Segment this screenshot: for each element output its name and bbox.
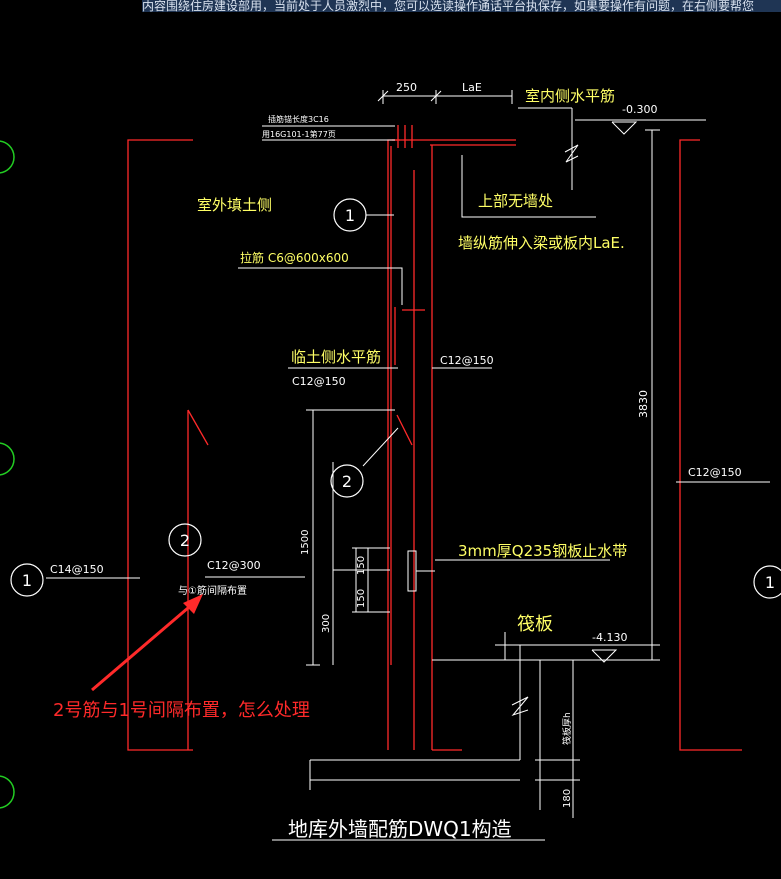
annotation-question: 2号筋与1号间隔布置，怎么处理: [53, 700, 310, 721]
label-dim-150a: 150: [356, 556, 367, 575]
marker-circle-2-left: [168, 523, 202, 557]
marker-circle-1-top: [333, 198, 367, 232]
label-no-wall-above: 上部无墙处: [478, 192, 553, 210]
label-c12-150-b: C12@150: [440, 354, 494, 367]
annotation-arrow: [91, 594, 203, 692]
label-wall-rebar-into: 墙纵筋伸入梁或板内LaE.: [458, 234, 625, 252]
marker-2-mid-label: 2: [342, 472, 352, 491]
label-ref-note: 用16G101-1第77页: [262, 129, 336, 139]
green-edge-markers: [0, 140, 15, 809]
label-c12-150-c: C12@150: [688, 466, 742, 479]
label-soil-horizontal: 临土侧水平筋: [291, 348, 381, 366]
marker-1-right-label: 1: [765, 573, 775, 592]
label-elev-top: -0.300: [622, 103, 657, 116]
marker-circle-1-left: [10, 563, 44, 597]
label-c14-150: C14@150: [50, 563, 104, 576]
label-dim-150b: 150: [356, 589, 367, 608]
label-dim-300: 300: [321, 614, 332, 633]
wall-outline-lines: [127, 125, 742, 751]
label-dim-3830: 3830: [637, 390, 650, 418]
label-raft-thickness: 筏板厚h: [561, 712, 573, 745]
label-dim-1500: 1500: [300, 530, 311, 555]
marker-2-left-label: 2: [180, 531, 190, 550]
section-markers: [10, 198, 781, 599]
dim-250: 250: [396, 81, 417, 94]
label-elev-bottom: -4.130: [592, 631, 627, 644]
label-dim-180: 180: [562, 789, 573, 808]
label-outside-fill: 室外填土侧: [197, 196, 272, 214]
label-raft: 筏板: [517, 614, 553, 635]
label-anchor-note: 插筋锚长度3C16: [268, 114, 329, 124]
drawing-title: 地库外墙配筋DWQ1构造: [288, 817, 512, 841]
label-c12-150-a: C12@150: [292, 375, 346, 388]
dimension-lines: [46, 90, 770, 841]
marker-circle-1-right: [753, 565, 781, 599]
label-spacing-note: 与①筋间隔布置: [178, 584, 247, 597]
label-tie-bar: 拉筋 C6@600x600: [240, 250, 349, 265]
label-c12-300: C12@300: [207, 559, 261, 572]
dim-lae: LaE: [462, 81, 482, 94]
top-banner: 内容围绕住房建设部用，当前处于人员激烈中，您可以选读操作通话平台执保存，如果要操…: [142, 0, 781, 12]
marker-1-top-label: 1: [345, 206, 355, 225]
label-waterstop: 3mm厚Q235钢板止水带: [458, 542, 627, 560]
label-indoor-horizontal: 室内侧水平筋: [525, 87, 615, 105]
marker-circle-2-mid: [330, 464, 364, 498]
marker-1-left-label: 1: [22, 571, 32, 590]
